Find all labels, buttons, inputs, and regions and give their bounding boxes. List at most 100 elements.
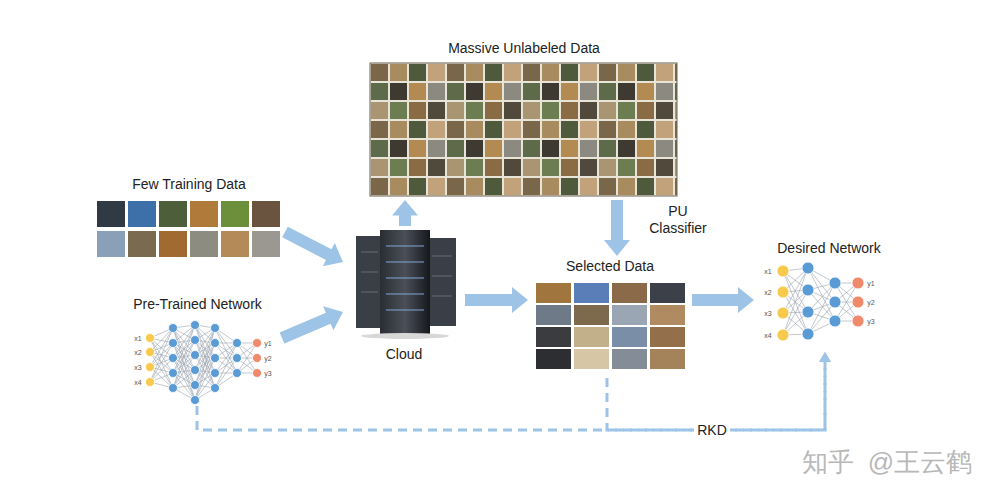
server-slot (386, 262, 424, 263)
flow-arrow (280, 306, 343, 343)
training-image (128, 231, 156, 257)
neuron (253, 339, 262, 348)
dashed-line (607, 360, 825, 430)
neuron (253, 369, 262, 378)
network-link (173, 325, 195, 373)
network-link (173, 340, 195, 388)
selected-image (612, 283, 647, 303)
edge-label: RKD (694, 422, 730, 439)
network-link (195, 358, 215, 400)
neuron (802, 306, 814, 318)
neuron (191, 336, 200, 345)
server-slot (386, 310, 424, 311)
selected-image (536, 327, 571, 347)
selected-image (650, 327, 685, 347)
input-label: x1 (764, 268, 771, 275)
output-label: y3 (264, 370, 271, 377)
watermark: 知乎 (802, 449, 854, 475)
input-label: x3 (764, 310, 771, 317)
neuron (802, 284, 814, 296)
network-group: Desired Network (756, 240, 902, 350)
neuron (829, 296, 841, 308)
server-rack (380, 230, 430, 334)
feedback-connector (197, 352, 831, 430)
input-label: x4 (764, 332, 771, 339)
neuron (191, 351, 200, 360)
training-image (221, 201, 249, 227)
selected-image (650, 305, 685, 325)
neuron (169, 369, 178, 378)
training-image (221, 231, 249, 257)
node-heading: Massive Unlabeled Data (448, 40, 600, 57)
training-image (159, 201, 187, 227)
neuron (852, 296, 864, 308)
server-icon (356, 230, 456, 339)
feedback-connector (607, 352, 831, 430)
neuron (777, 265, 789, 277)
training-image (252, 231, 280, 257)
selected-image (612, 349, 647, 369)
selected-image (536, 349, 571, 369)
node-heading: Selected Data (566, 258, 654, 275)
training-image (190, 201, 218, 227)
neuron (777, 286, 789, 298)
node-heading: Desired Network (777, 240, 880, 257)
neuron (802, 262, 814, 274)
selected-image (612, 327, 647, 347)
output-label: y1 (867, 280, 874, 287)
input-label: x3 (134, 364, 141, 371)
data-group: Few Training Data (95, 176, 283, 262)
unlabeled-image-grid (370, 63, 677, 196)
input-label: x4 (134, 379, 141, 386)
selected-image (650, 349, 685, 369)
arrowhead (819, 352, 831, 362)
neuron (829, 277, 841, 289)
thumbnails (97, 201, 685, 369)
training-image (97, 231, 125, 257)
network-link (215, 343, 237, 388)
neuron (211, 369, 220, 378)
neuron (146, 348, 155, 357)
training-image (128, 201, 156, 227)
server-slot (361, 272, 378, 273)
network-drawings (146, 262, 865, 405)
arrowhead (819, 352, 831, 362)
neuron (253, 354, 262, 363)
neuron (169, 339, 178, 348)
server-slot (432, 296, 452, 297)
flow-arrow (604, 200, 630, 256)
server-slot (386, 294, 424, 295)
input-label: x1 (134, 335, 141, 342)
input-label: x2 (764, 289, 771, 296)
flow-arrow (465, 287, 528, 313)
network-link (215, 328, 237, 373)
flow-arrow (692, 287, 754, 313)
selected-image (574, 349, 609, 369)
output-label: y1 (264, 340, 271, 347)
neuron (211, 354, 220, 363)
node-heading: Cloud (386, 346, 423, 363)
selected-image (536, 283, 571, 303)
server-slot (361, 292, 378, 293)
neuron (191, 321, 200, 330)
neuron (146, 378, 155, 387)
server-slot (386, 278, 424, 279)
selected-image (574, 305, 609, 325)
flow-arrow (282, 227, 343, 267)
server-slot (361, 252, 378, 253)
node-heading: Few Training Data (132, 176, 246, 193)
neuron (146, 363, 155, 372)
neuron (233, 369, 242, 378)
server-node: Cloud (345, 228, 463, 363)
selected-image (574, 327, 609, 347)
selected-image (536, 305, 571, 325)
training-image (190, 231, 218, 257)
neuron (829, 315, 841, 327)
selected-image (612, 305, 647, 325)
edge-label: PU Classifier (638, 203, 718, 237)
server-slot (432, 256, 452, 257)
neuron (777, 307, 789, 319)
neuron (211, 339, 220, 348)
neuron (233, 354, 242, 363)
neuron (191, 396, 200, 405)
